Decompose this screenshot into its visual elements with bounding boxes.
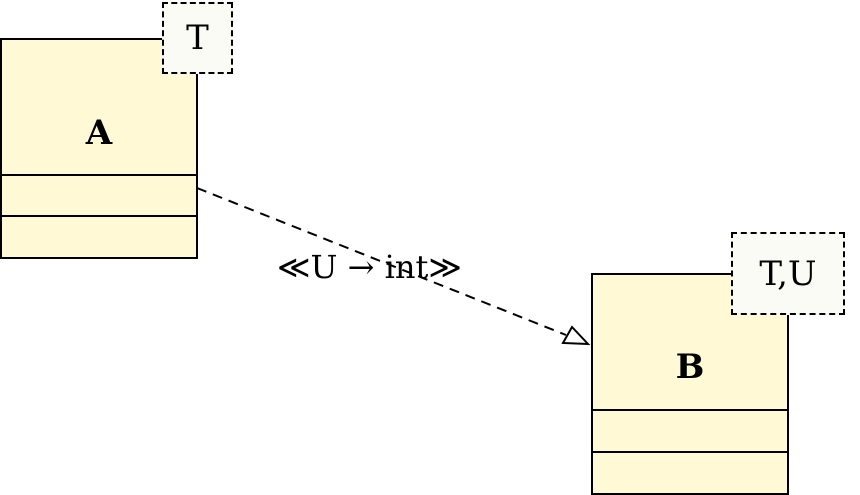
class-b-template-parameters: T,U <box>731 232 845 315</box>
class-a-template-parameter: T <box>162 2 233 74</box>
class-a-name: A <box>85 113 113 153</box>
class-b-attributes-compartment <box>593 409 787 451</box>
realization-arrowhead <box>561 325 591 346</box>
class-b-name: B <box>675 347 705 387</box>
class-a-operations-compartment <box>2 215 196 257</box>
binding-stereotype-label: ≪U → int≫ <box>277 248 462 286</box>
class-a-attributes-compartment <box>2 174 196 216</box>
binding-line <box>196 187 567 336</box>
class-b-operations-compartment <box>593 451 787 493</box>
class-a[interactable]: A <box>0 38 198 259</box>
